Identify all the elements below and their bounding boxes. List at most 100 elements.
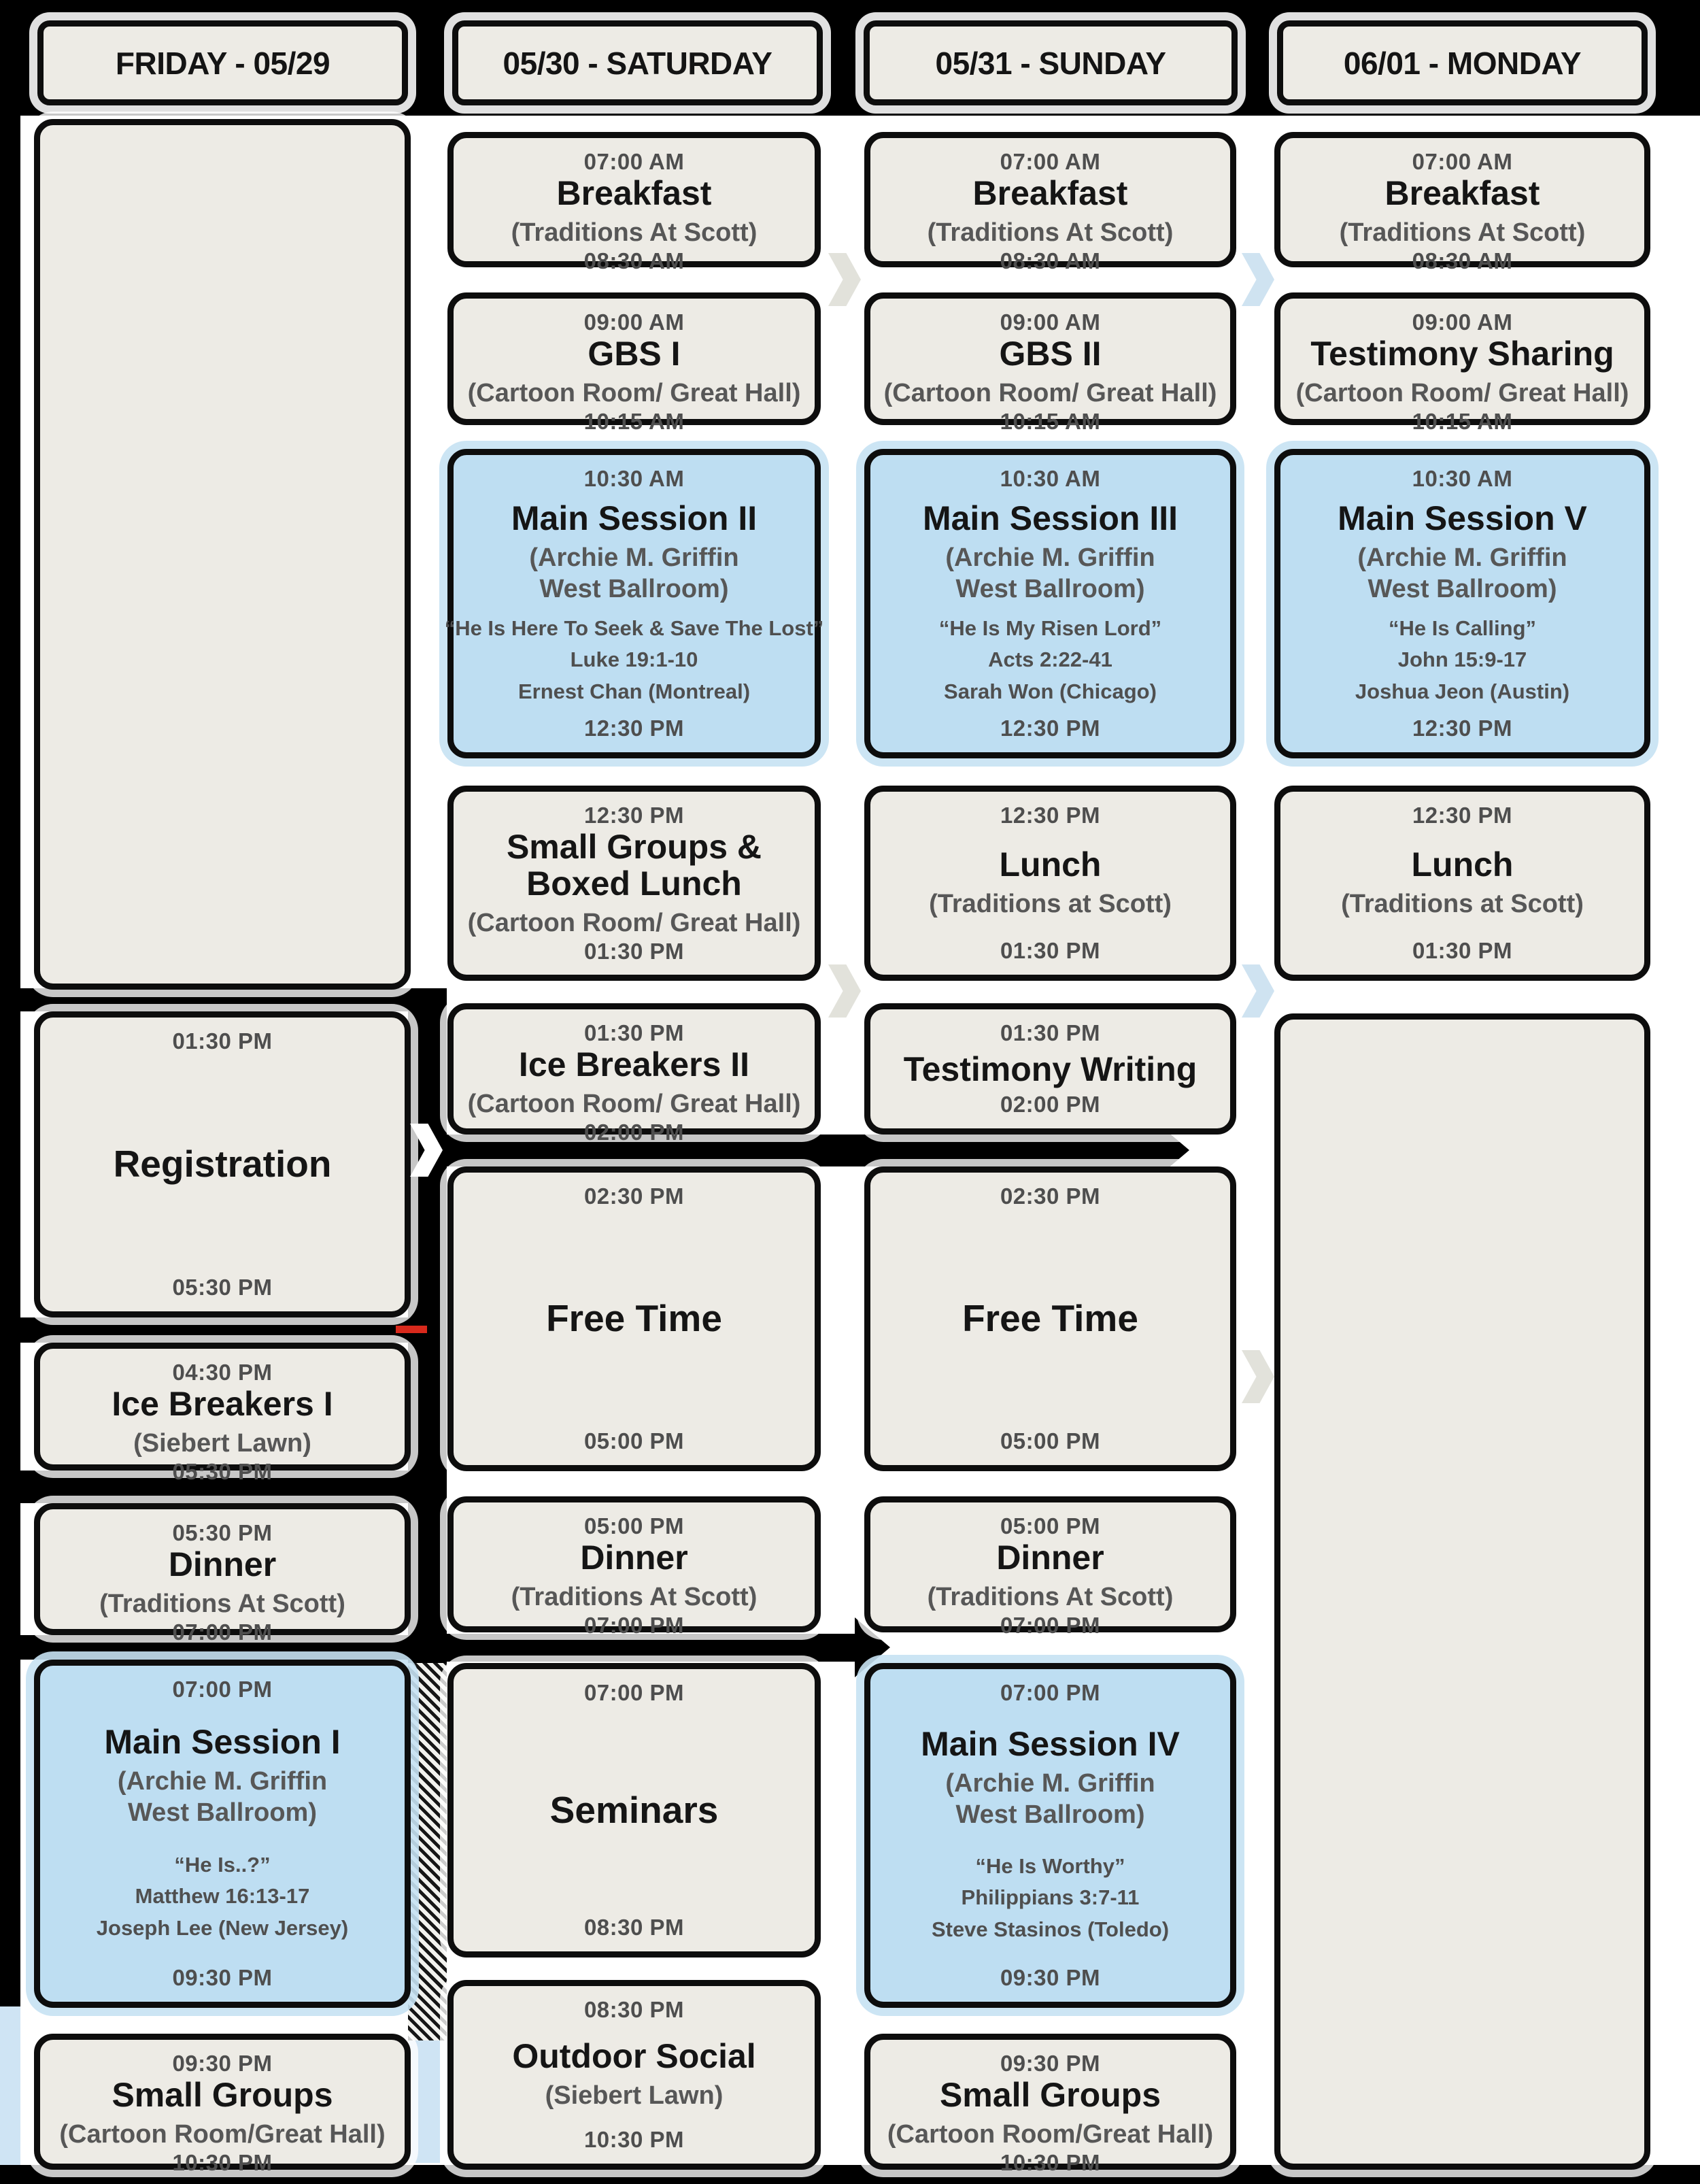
event-title: Main Session V <box>1338 499 1587 537</box>
event-card-empty <box>1274 1013 1650 2170</box>
flow-band-before-seminars <box>447 1634 855 1662</box>
chevron-right-icon <box>1242 253 1274 306</box>
event-start-time: 07:00 PM <box>1000 1680 1101 1705</box>
event-title-group: Breakfast(Traditions At Scott) <box>928 175 1174 248</box>
friday-divider-band-4 <box>20 1635 411 1660</box>
event-end-time: 09:30 PM <box>172 1965 273 1990</box>
event-location: (Traditions At Scott) <box>99 1590 345 1618</box>
event-start-time: 08:30 PM <box>583 1997 685 2022</box>
event-end-time: 09:30 PM <box>1000 1964 1101 1990</box>
event-start-time: 09:00 AM <box>1000 309 1101 335</box>
event-location: (Traditions At Scott) <box>927 1583 1174 1611</box>
event-title: Testimony Writing <box>903 1049 1197 1088</box>
day-header-05-31-sunday: 05/31 - SUNDAY <box>864 20 1238 105</box>
friday-divider-band-1 <box>20 988 447 1011</box>
event-location: (Archie M. Griffin West Ballroom) <box>945 543 1155 603</box>
event-end-time: 07:00 PM <box>172 1619 273 1645</box>
event-title: Main Session II <box>511 499 758 537</box>
event-title-group: Ice Breakers I (Siebert Lawn) <box>112 1385 333 1459</box>
event-title: Main Session III <box>922 499 1178 537</box>
event-start-time: 05:30 PM <box>172 1520 273 1545</box>
event-title: Breakfast <box>556 174 712 212</box>
event-title: Dinner <box>996 1539 1104 1577</box>
event-title: GBS I <box>588 335 681 373</box>
event-end-time: 08:30 AM <box>1412 248 1513 274</box>
event-title: Breakfast <box>1384 174 1540 212</box>
event-verse: John 15:9-17 <box>1397 648 1527 672</box>
event-quote: “He Is Worthy” <box>975 1853 1125 1878</box>
event-title-group: Small Groups(Cartoon Room/Great Hall) <box>59 2077 385 2150</box>
event-location: (Archie M. Griffin West Ballroom) <box>117 1766 328 1827</box>
event-start-time: 10:30 AM <box>1412 466 1513 491</box>
event-title: Ice Breakers I <box>112 1385 333 1423</box>
event-location: (Cartoon Room/ Great Hall) <box>467 379 801 407</box>
event-location: (Traditions at Scott) <box>1341 890 1584 919</box>
event-end-time: 08:30 AM <box>1000 248 1101 274</box>
event-start-time: 10:30 AM <box>583 466 685 491</box>
event-location: (Cartoon Room/ Great Hall) <box>1295 379 1629 407</box>
event-verse: Philippians 3:7-11 <box>961 1885 1140 1910</box>
event-title: Breakfast <box>972 174 1128 212</box>
event-start-time: 09:30 PM <box>1000 2051 1101 2076</box>
event-location: (Cartoon Room/ Great Hall) <box>883 379 1217 407</box>
event-title-group: Dinner(Traditions At Scott) <box>511 1539 758 1613</box>
event-end-time: 05:30 PM <box>172 1274 273 1300</box>
event-title-group: Testimony Sharing (Cartoon Room/ Great Ha… <box>1296 335 1629 409</box>
event-start-time: 12:30 PM <box>1000 803 1101 828</box>
event-start-time: 12:30 PM <box>1412 803 1513 828</box>
event-start-time: 02:30 PM <box>1000 1183 1101 1209</box>
event-title: Free Time <box>546 1297 722 1340</box>
event-start-time: 02:30 PM <box>583 1183 685 1209</box>
event-start-time: 07:00 AM <box>583 149 685 174</box>
event-end-time: 02:00 PM <box>1000 1092 1101 1117</box>
event-end-time: 01:30 PM <box>583 939 685 964</box>
flow-band-after-icebreakers <box>447 1135 1154 1166</box>
event-title-group: Dinner(Traditions At Scott) <box>99 1546 345 1619</box>
event-location: (Traditions At Scott) <box>1339 218 1586 247</box>
hatched-arrow-strip <box>408 1663 447 2040</box>
friday-divider-band-3 <box>20 1471 411 1503</box>
event-end-time: 07:00 PM <box>1000 1613 1101 1639</box>
event-start-time: 05:00 PM <box>1000 1513 1101 1539</box>
event-location: (Siebert Lawn) <box>133 1429 311 1458</box>
event-end-time: 10:30 PM <box>583 2126 685 2152</box>
event-verse: Acts 2:22-41 <box>988 648 1112 672</box>
event-end-time: 10:15 AM <box>1000 409 1101 435</box>
chevron-right-icon <box>828 964 861 1018</box>
event-start-time: 10:30 AM <box>1000 466 1101 491</box>
event-title-group: Main Session V(Archie M. Griffin West Ba… <box>1330 500 1595 605</box>
event-quote: “He Is Here To Seek & Save The Lost” <box>444 616 824 640</box>
event-end-time: 08:30 PM <box>583 1914 685 1940</box>
event-title-group: Main Session III (Archie M. Griffin West … <box>918 500 1183 605</box>
event-end-time: 12:30 PM <box>1000 716 1101 741</box>
day-header-06-01-monday: 06/01 - MONDAY <box>1277 20 1648 105</box>
event-title: Ice Breakers II <box>518 1045 750 1083</box>
event-end-time: 07:00 PM <box>583 1613 685 1639</box>
event-title: Lunch <box>999 845 1102 884</box>
event-title: Seminars <box>549 1788 719 1831</box>
event-end-time: 12:30 PM <box>1412 716 1513 741</box>
event-title: Testimony Sharing <box>1310 335 1614 373</box>
event-title-group: Small Groups(Cartoon Room/Great Hall) <box>887 2077 1213 2150</box>
event-title: Lunch <box>1411 845 1514 884</box>
event-speaker: Joshua Jeon (Austin) <box>1355 679 1570 703</box>
friday-divider-band-2 <box>20 1317 411 1343</box>
event-quote: “He Is..?” <box>174 1852 271 1877</box>
event-speaker: Ernest Chan (Montreal) <box>517 679 751 703</box>
left-black-strip <box>0 0 20 2184</box>
event-end-time: 05:00 PM <box>1000 1428 1101 1454</box>
